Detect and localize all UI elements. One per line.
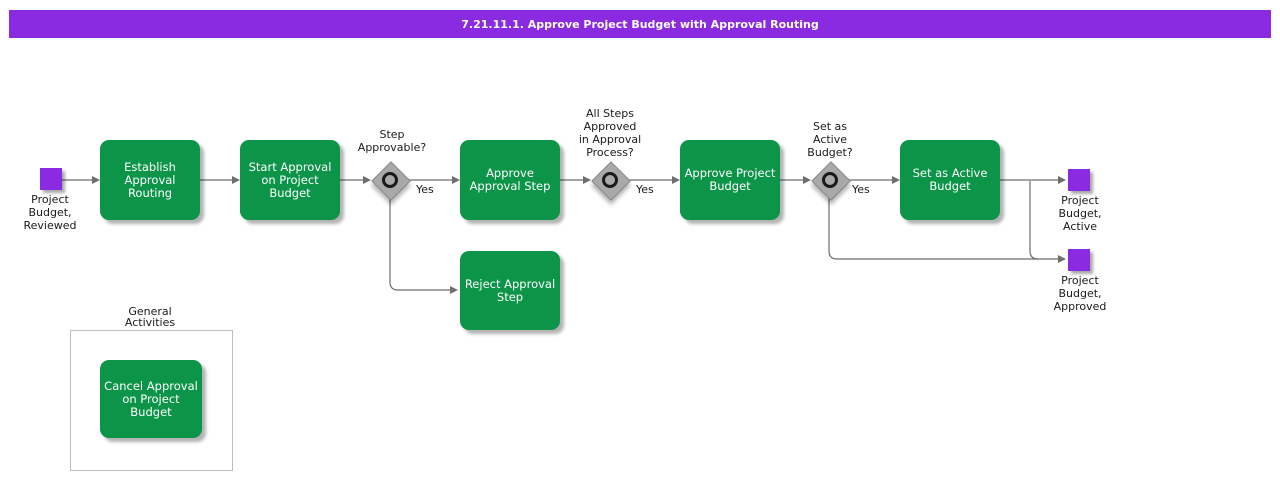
edge-label-yes-set-as-active: Yes	[852, 183, 870, 196]
gateway-ring-icon	[602, 172, 618, 188]
diagram-title: 7.21.11.1. Approve Project Budget with A…	[461, 17, 819, 31]
edge-label-yes-all-steps-approved: Yes	[636, 183, 654, 196]
activity-reject-approval-step[interactable]: Reject Approval Step	[460, 251, 560, 330]
gateway-set-as-active-question: Set as Active Budget?	[807, 120, 853, 159]
diagram-title-bar: 7.21.11.1. Approve Project Budget with A…	[9, 10, 1271, 38]
end-event-project-budget-approved[interactable]	[1068, 249, 1090, 271]
gateway-all-steps-approved-question: All Steps Approved in Approval Process?	[578, 107, 642, 159]
activity-cancel-approval-on-project-budget[interactable]: Cancel Approval on Project Budget	[100, 360, 202, 438]
activity-approve-approval-step[interactable]: Approve Approval Step	[460, 140, 560, 220]
flow-lines	[62, 179, 1060, 291]
activity-approve-project-budget[interactable]: Approve Project Budget	[680, 140, 780, 220]
gateway-ring-icon	[382, 172, 398, 188]
general-activities-group-label: General Activities	[124, 305, 176, 329]
activity-establish-approval-routing[interactable]: Establish Approval Routing	[100, 140, 200, 220]
flow-arrowheads	[92, 176, 1066, 294]
activity-set-as-active-budget[interactable]: Set as Active Budget	[900, 140, 1000, 220]
end-event-active-label: Project Budget, Active	[1058, 194, 1102, 233]
gateway-ring-icon	[822, 172, 838, 188]
end-event-project-budget-active[interactable]	[1068, 169, 1090, 191]
start-event-label: Project Budget, Reviewed	[23, 193, 77, 232]
start-event-project-budget-reviewed[interactable]	[40, 168, 62, 190]
activity-start-approval-on-project-budget[interactable]: Start Approval on Project Budget	[240, 140, 340, 220]
gateway-step-approvable-question: Step Approvable?	[357, 128, 427, 154]
end-event-approved-label: Project Budget, Approved	[1053, 274, 1107, 313]
edge-label-yes-step-approvable: Yes	[416, 183, 434, 196]
